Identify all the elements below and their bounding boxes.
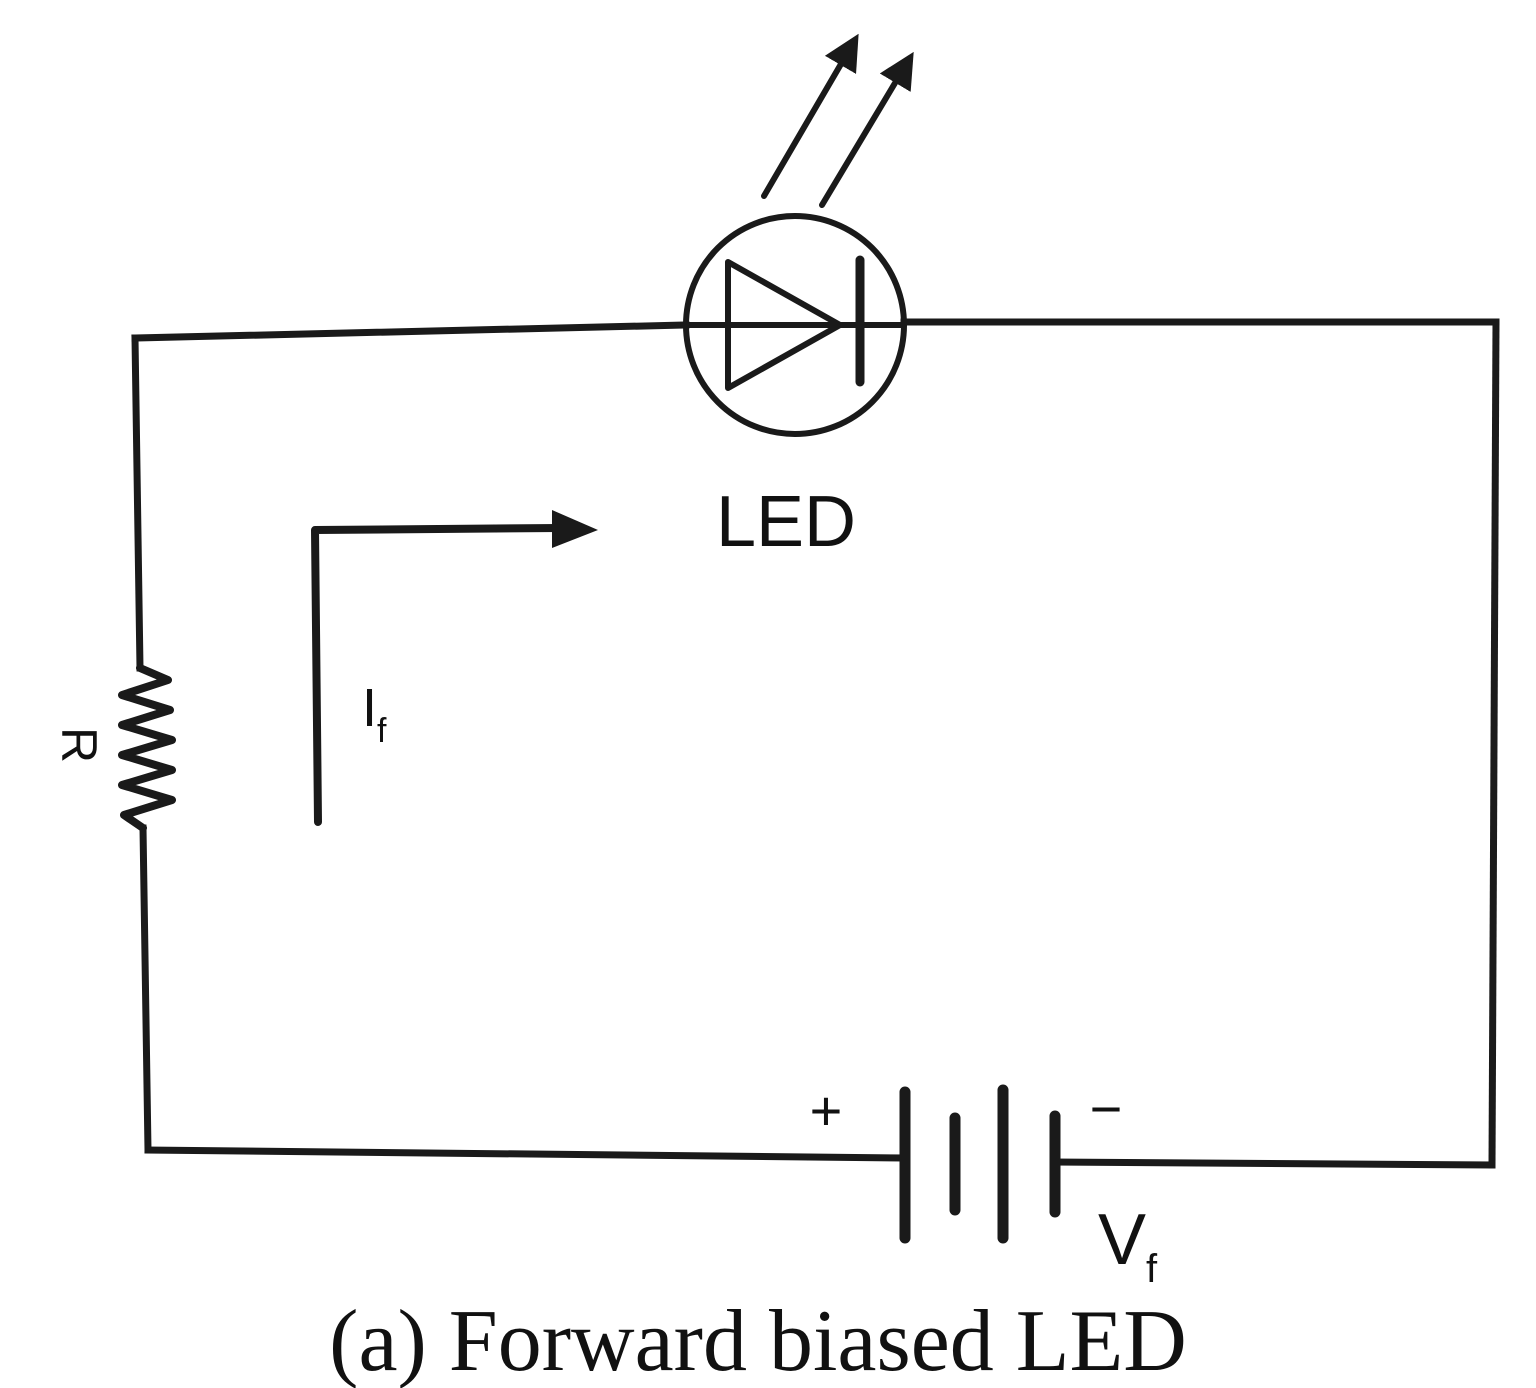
wire-bottom-right xyxy=(1051,1158,1496,1169)
wire-left-upper xyxy=(131,334,144,672)
current-arrow xyxy=(311,510,598,826)
wire-left-lower xyxy=(139,824,152,1154)
figure-caption: (a) Forward biased LED xyxy=(329,1293,1187,1388)
resistor-label: R xyxy=(51,727,107,763)
circuit-wires xyxy=(131,318,1500,1169)
current-label-sub: f xyxy=(377,712,387,750)
current-label-main: I xyxy=(362,678,377,738)
current-arrowhead xyxy=(552,510,598,548)
led-label: LED xyxy=(716,482,856,562)
led-symbol xyxy=(683,33,914,437)
light-arrow-2 xyxy=(819,51,914,208)
battery-minus-sign: − xyxy=(1090,1077,1123,1140)
resistor-zigzag xyxy=(118,664,176,832)
wire-right xyxy=(1488,318,1500,1169)
voltage-label-sub: f xyxy=(1146,1247,1158,1291)
light-arrow-1 xyxy=(761,33,859,199)
battery xyxy=(899,1084,1061,1244)
voltage-label: Vf xyxy=(1098,1200,1158,1291)
voltage-label-main: V xyxy=(1098,1200,1146,1280)
wire-top-left xyxy=(131,321,690,342)
battery-plus-sign: + xyxy=(810,1079,843,1142)
wire-bottom-left xyxy=(144,1146,909,1162)
diode-triangle xyxy=(725,259,843,391)
current-path xyxy=(311,524,564,826)
resistor xyxy=(118,664,176,832)
current-label: If xyxy=(362,678,387,750)
